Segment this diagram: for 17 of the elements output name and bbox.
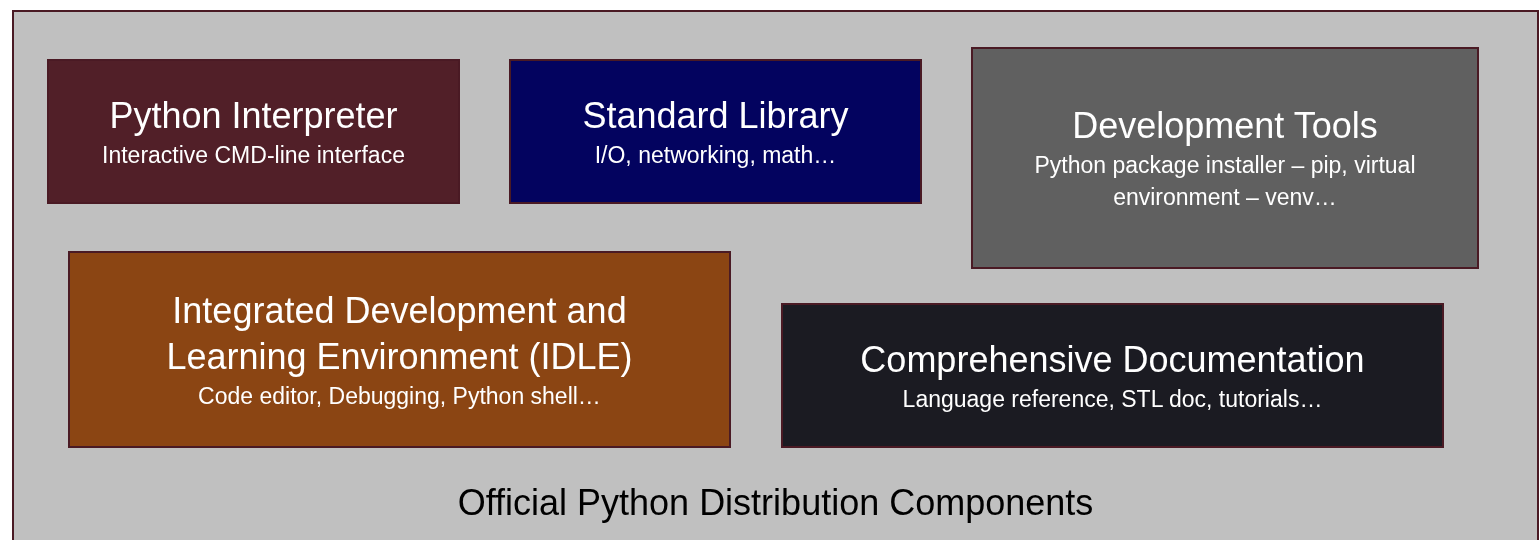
container-panel — [12, 10, 1539, 540]
component-box — [781, 303, 1444, 448]
component-description: Interactive CMD-line interface — [102, 140, 405, 170]
component-box — [68, 251, 731, 448]
component-title: Standard Library — [581, 93, 850, 138]
component-box — [971, 47, 1479, 269]
component-title: Comprehensive Documentation — [859, 337, 1366, 382]
component-title: Integrated Development and Learning Environment (IDLE) — [165, 288, 634, 379]
component-description: Code editor, Debugging, Python shell… — [198, 381, 601, 411]
component-description: Python package installer – pip, virtual environment – venv… — [1033, 151, 1417, 212]
component-title: Development Tools — [1071, 104, 1379, 148]
component-description: Language reference, STL doc, tutorials… — [902, 384, 1323, 414]
component-box — [47, 59, 460, 204]
component-description: I/O, networking, math… — [594, 140, 837, 170]
component-box — [509, 59, 922, 204]
container-title: Official Python Distribution Components — [456, 481, 1095, 525]
component-title: Python Interpreter — [108, 93, 399, 138]
